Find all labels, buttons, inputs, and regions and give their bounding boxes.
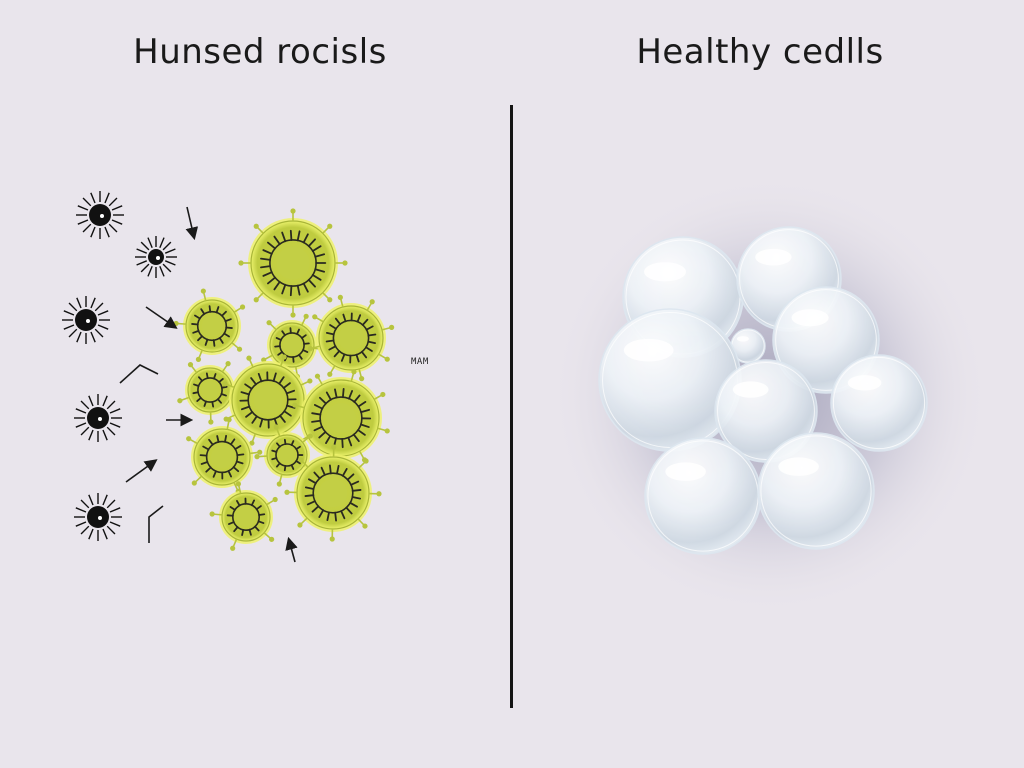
healthy-cell-cluster bbox=[550, 175, 990, 615]
virus-particle bbox=[238, 208, 348, 318]
virus-particle bbox=[177, 361, 244, 425]
virus-particle bbox=[261, 313, 327, 380]
germ-particle bbox=[76, 191, 124, 239]
healthy-cell bbox=[830, 354, 928, 452]
stroke-mark bbox=[119, 364, 159, 384]
pathogen-cluster bbox=[62, 191, 395, 563]
arrow bbox=[125, 459, 158, 483]
virus-particle bbox=[209, 481, 278, 551]
virus-particle bbox=[173, 288, 246, 362]
arrow bbox=[285, 536, 298, 563]
germ-particle bbox=[62, 296, 110, 344]
virus-particle bbox=[284, 444, 382, 542]
healthy-cell bbox=[757, 432, 875, 550]
healthy-cell bbox=[644, 437, 762, 555]
arrow bbox=[145, 306, 178, 329]
virus-particle bbox=[307, 294, 395, 382]
germ-particle bbox=[74, 394, 122, 442]
healthy-cell bbox=[714, 359, 818, 463]
healthy-cell bbox=[598, 308, 742, 452]
virus-particle bbox=[292, 369, 390, 467]
stroke-mark bbox=[148, 505, 164, 543]
virus-particle bbox=[186, 417, 263, 494]
small-label: MAM bbox=[411, 357, 429, 367]
arrow bbox=[185, 206, 199, 241]
left-panel-title: Hunsed rocisls bbox=[133, 32, 387, 72]
germ-particle bbox=[135, 236, 177, 278]
center-divider bbox=[510, 105, 513, 708]
virus-particle bbox=[254, 424, 315, 487]
right-panel-title: Healthy cedlls bbox=[636, 32, 884, 72]
germ-particle bbox=[74, 493, 122, 541]
